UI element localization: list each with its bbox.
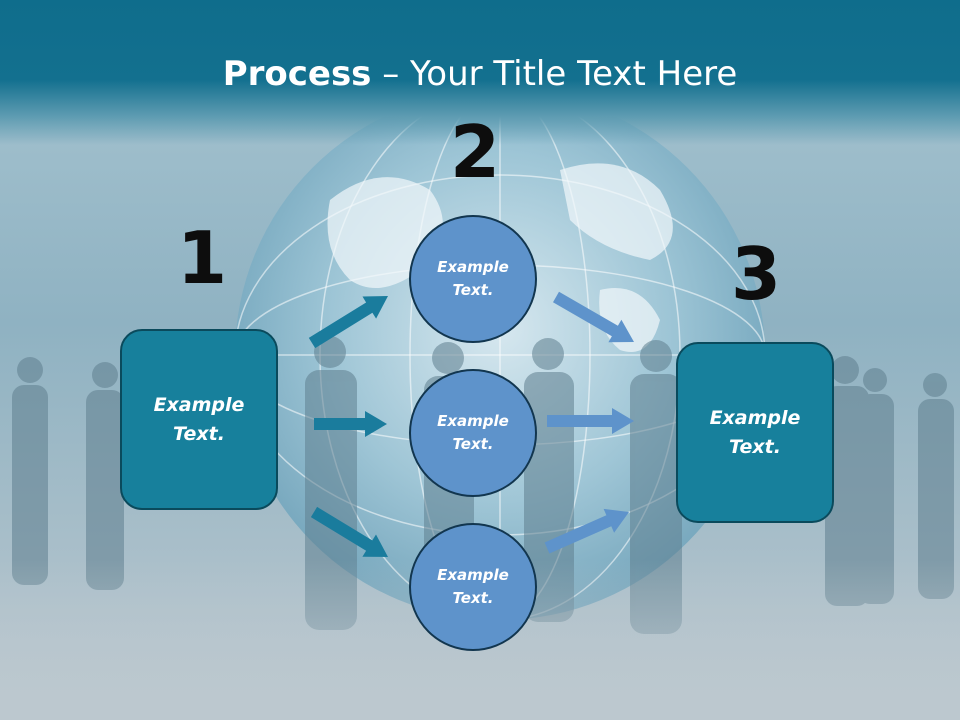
circle-top-text: Example Text. [437, 258, 509, 299]
step-number-1: 1 [177, 216, 228, 300]
arrow-top-to-right [553, 291, 634, 343]
title-rest: – Your Title Text Here [371, 54, 738, 94]
title-bar [0, 0, 960, 145]
circle-middle: Example Text. [409, 369, 537, 497]
step-number-3: 3 [731, 232, 782, 316]
circle-top: Example Text. [409, 215, 537, 343]
left-box: Example Text. [120, 329, 278, 510]
arrow-left-to-bottom [310, 506, 388, 557]
page-title: Process – Your Title Text Here [0, 52, 960, 96]
arrow-bottom-to-right [544, 508, 629, 554]
step-number-2: 2 [450, 110, 501, 194]
arrow-left-to-top [308, 296, 388, 349]
right-box: Example Text. [676, 342, 834, 523]
title-bold: Process [222, 54, 372, 94]
circle-bottom-text: Example Text. [437, 566, 509, 607]
arrow-left-to-middle [314, 411, 387, 437]
right-box-text: Example Text. [709, 406, 801, 458]
left-box-text: Example Text. [153, 393, 245, 445]
circle-middle-text: Example Text. [437, 412, 509, 453]
arrow-middle-to-right [547, 408, 634, 434]
circle-bottom: Example Text. [409, 523, 537, 651]
